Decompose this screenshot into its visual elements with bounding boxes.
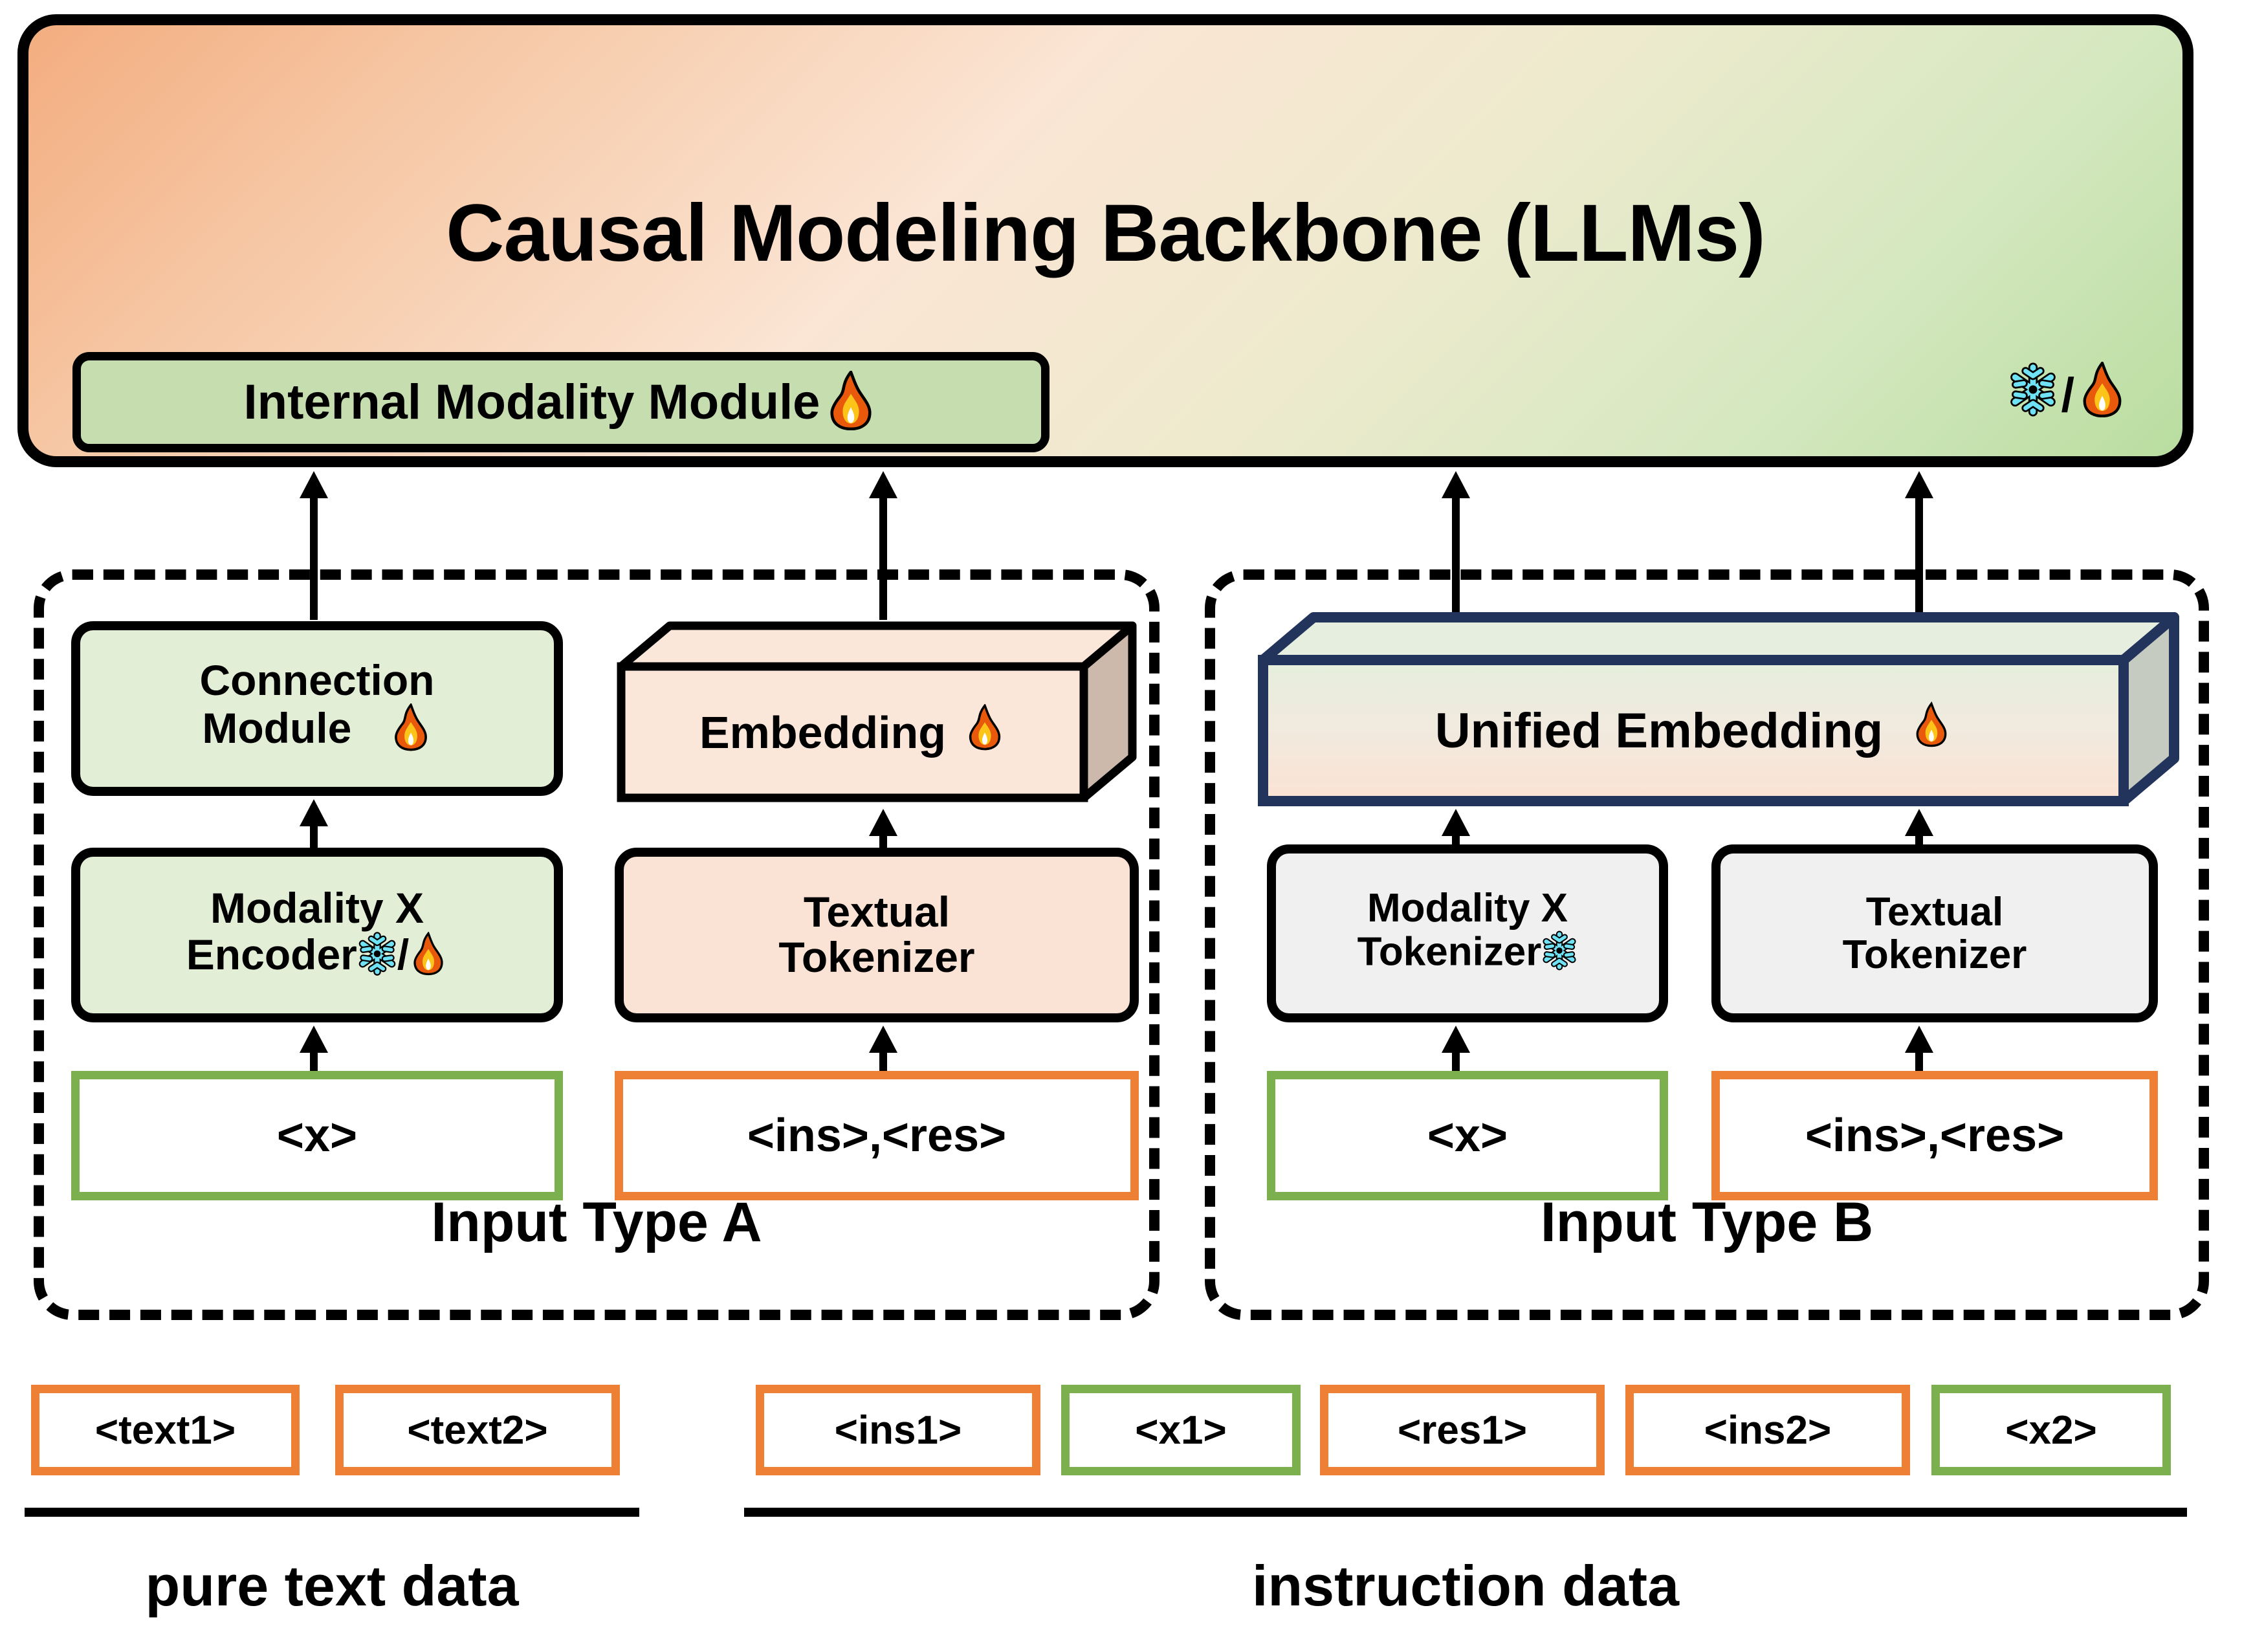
internal-modality-module-label: Internal Modality Module [243,375,820,430]
arrow-connection-to-backbone [300,471,328,620]
textual-tokenizer-node-b[interactable]: Textual Tokenizer [1711,844,2158,1022]
instruction-token-2-label: <x1> [1135,1407,1227,1453]
modality-x-tokenizer-line2: Tokenizer [1357,929,1542,975]
snowflake-icon [357,931,397,985]
textual-tokenizer-b-line2: Tokenizer [1842,932,2027,977]
input-chip-a-x-label: <x> [276,1110,358,1162]
input-type-a-group [34,569,1159,1320]
unified-embedding-3d-box[interactable]: Unified Embedding [1255,608,2181,809]
instruction-token-3-label: <res1> [1398,1407,1527,1453]
textual-tokenizer-a-line2: Tokenizer [778,933,975,981]
input-type-b-label: Input Type B [1540,1191,1874,1253]
input-type-b-group [1205,569,2209,1320]
snowflake-icon [2008,362,2058,428]
arrow-unified-embedding-left-to-backbone [1442,471,1470,620]
instruction-token-5-label: <x2> [2005,1407,2097,1453]
embedding-label: Embedding [699,707,947,758]
internal-modality-module[interactable]: Internal Modality Module [72,352,1050,452]
instruction-token-4-label: <ins2> [1704,1407,1832,1453]
fire-icon [964,703,1006,761]
fire-icon [1911,701,1951,760]
modality-x-encoder-text: Modality X Encoder [186,883,448,985]
connection-module-text: Connection Module [199,655,435,760]
input-chip-a-x[interactable]: <x> [71,1071,563,1200]
instruction-token-2[interactable]: <x1> [1061,1385,1301,1475]
unified-embedding-face: Unified Embedding [1263,660,2124,801]
textual-tokenizer-a-line1: Textual [803,888,951,936]
input-chip-b-insres-label: <ins>,<res> [1805,1110,2065,1162]
pure-text-rule [25,1508,639,1517]
input-chip-b-x-label: <x> [1427,1110,1508,1162]
pure-text-caption: pure text data [145,1554,519,1618]
textual-tokenizer-b-text: Textual Tokenizer [1842,889,2027,977]
instruction-rule [744,1508,2187,1517]
causal-modeling-backbone: Causal Modeling Backbone (LLMs) Internal… [17,14,2193,467]
input-chip-a-insres[interactable]: <ins>,<res> [615,1071,1139,1200]
modality-encoder-separator: / [397,930,410,978]
input-chip-a-insres-label: <ins>,<res> [747,1110,1007,1162]
fire-icon [409,931,448,984]
input-type-a-label: Input Type A [431,1191,762,1253]
arrow-x-to-encoder [300,1026,328,1087]
instruction-token-1[interactable]: <ins1> [756,1385,1040,1475]
fire-icon [390,702,432,760]
instruction-token-3[interactable]: <res1> [1320,1385,1605,1475]
arrow-embedding-to-backbone [869,471,897,620]
textual-tokenizer-b-line1: Textual [1865,889,2004,934]
connection-module-line2: Module [202,703,352,752]
pure-text-token-2[interactable]: <text2> [335,1385,620,1475]
modality-x-tokenizer-line1: Modality X [1367,886,1568,931]
backbone-state-badge: / [2008,360,2127,428]
modality-x-encoder-line2: Encoder [186,930,357,978]
textual-tokenizer-a-text: Textual Tokenizer [778,888,975,981]
modality-x-encoder-node[interactable]: Modality X Encoder [71,848,563,1022]
instruction-caption: instruction data [1251,1554,1680,1618]
connection-module-node[interactable]: Connection Module [71,621,563,796]
state-separator: / [2061,368,2074,422]
arrow-unified-embedding-right-to-backbone [1905,471,1933,620]
pure-text-token-1-label: <text1> [94,1407,236,1453]
modality-x-tokenizer-text: Modality X Tokenizer [1357,887,1578,979]
textual-tokenizer-node-a[interactable]: Textual Tokenizer [615,848,1139,1022]
input-chip-b-x[interactable]: <x> [1267,1071,1668,1200]
embedding-face: Embedding [621,666,1084,798]
embedding-3d-box[interactable]: Embedding [615,618,1139,806]
instruction-token-5[interactable]: <x2> [1931,1385,2171,1475]
pure-text-token-2-label: <text2> [407,1407,548,1453]
modality-x-tokenizer-node[interactable]: Modality X Tokenizer [1267,844,1668,1022]
modality-x-encoder-line1: Modality X [210,883,424,932]
snowflake-icon [1541,930,1577,980]
backbone-title: Causal Modeling Backbone (LLMs) [446,188,1766,278]
input-chip-b-insres[interactable]: <ins>,<res> [1711,1071,2158,1200]
pure-text-token-1[interactable]: <text1> [31,1385,300,1475]
instruction-token-4[interactable]: <ins2> [1625,1385,1910,1475]
instruction-token-1-label: <ins1> [834,1407,962,1453]
fire-icon [824,369,878,434]
fire-icon [2077,360,2127,428]
unified-embedding-label: Unified Embedding [1434,703,1884,758]
connection-module-line1: Connection [199,655,435,704]
